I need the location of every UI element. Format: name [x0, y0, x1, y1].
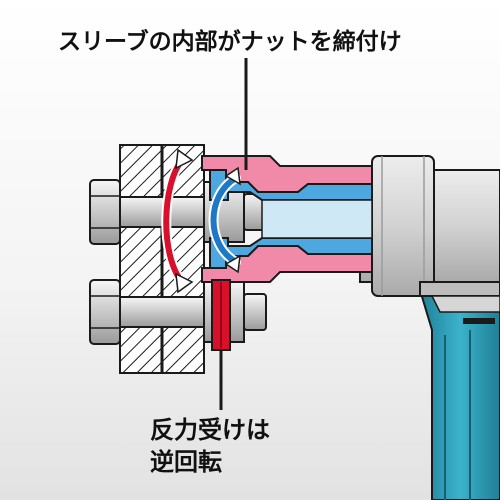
reaction-callout-label: 反力受けは 逆回転	[150, 414, 270, 478]
bolt-head-upper	[89, 179, 121, 245]
reaction-callout-line-2: 逆回転	[150, 448, 222, 476]
reaction-arm	[211, 279, 231, 351]
tightening-rotation-arrow	[208, 166, 241, 274]
sleeve-callout-label: スリーブの内部がナットを締付け	[58, 29, 402, 55]
reaction-rotation-arrow	[161, 148, 194, 294]
tool-body	[359, 155, 500, 313]
inner-sleeve	[209, 169, 373, 269]
steel-plates	[119, 144, 205, 374]
bolt-head-lower	[89, 279, 121, 345]
motor-housing	[418, 289, 500, 500]
reaction-callout-line-1: 反力受けは	[150, 416, 270, 444]
